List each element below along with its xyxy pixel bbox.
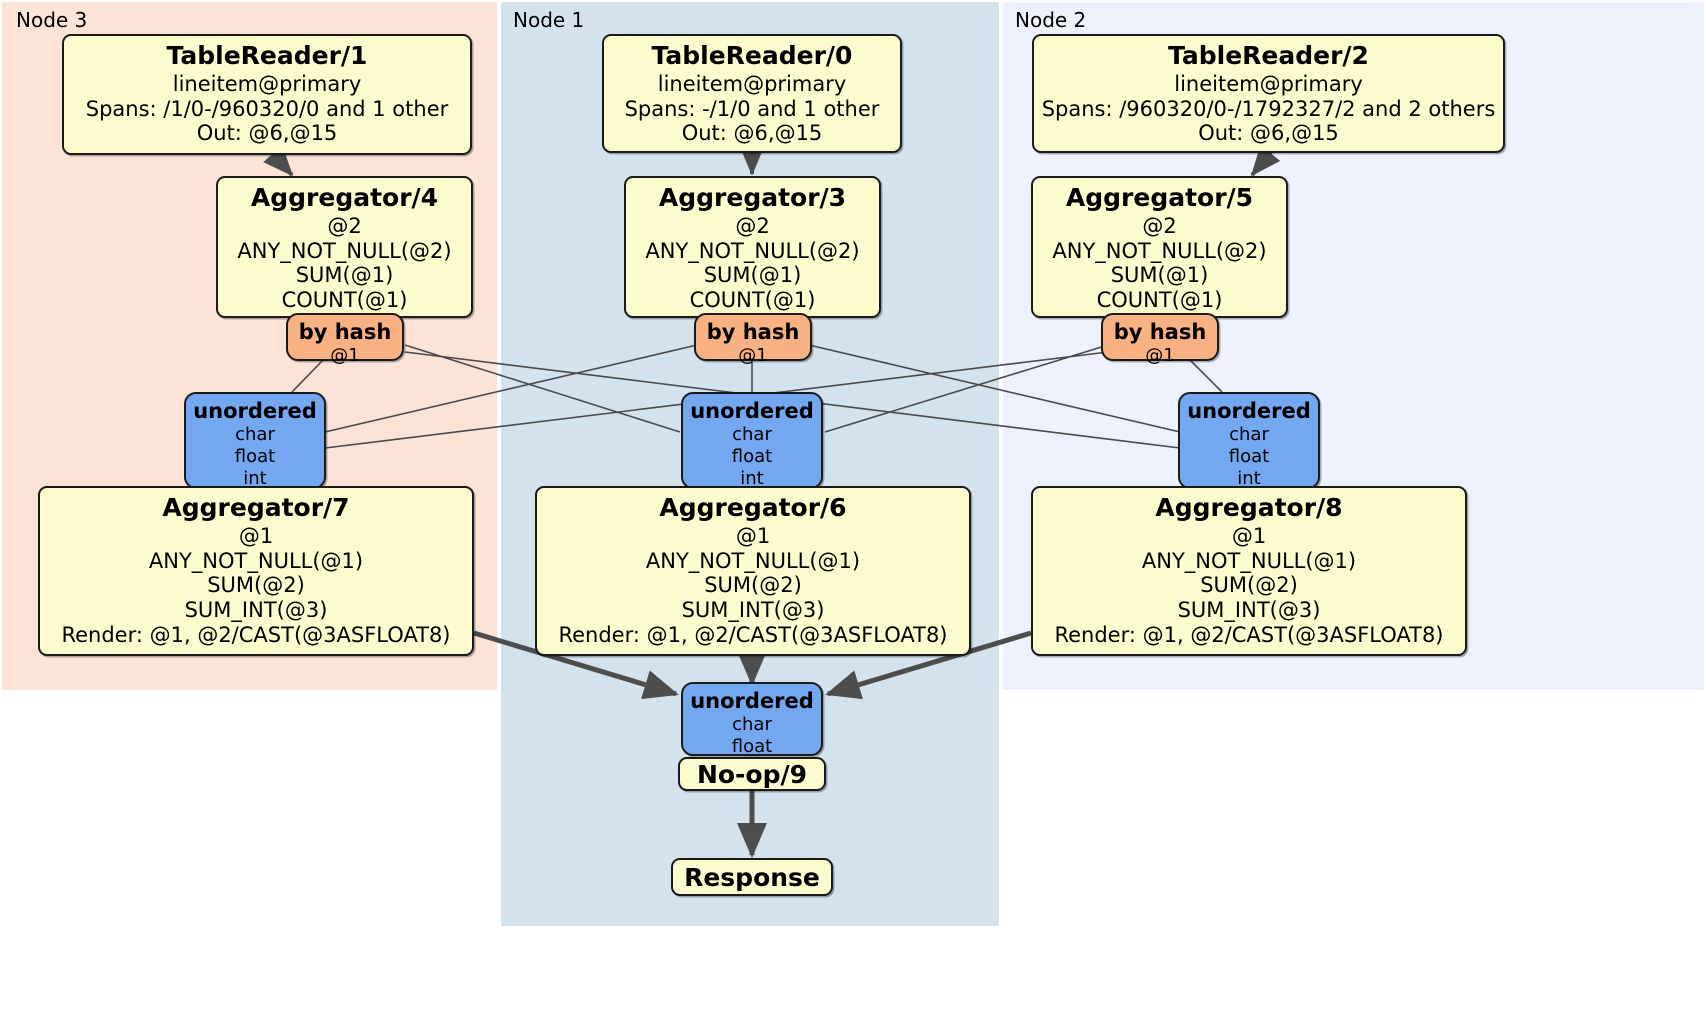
processor-line: Render: @1, @2/CAST(@3ASFLOAT8) [61,622,451,647]
router-line: int [243,468,267,490]
processor-line: COUNT(@1) [281,288,408,313]
router-title: unordered [690,399,814,423]
processor-line: lineitem@primary [657,72,847,96]
router-unordered-node3[interactable]: unordered char float int [184,392,326,489]
router-unordered-final[interactable]: unordered char float [681,682,823,758]
processor-line: SUM(@1) [1110,263,1209,288]
processor-title: Aggregator/7 [162,493,350,522]
router-line: char [1229,424,1269,446]
processor-line: Out: @6,@15 [681,121,823,146]
processor-line: Spans: -/1/0 and 1 other [624,96,880,121]
processor-line: Render: @1, @2/CAST(@3ASFLOAT8) [558,622,948,647]
router-line: @1 [1145,345,1175,367]
router-line: float [1228,446,1270,468]
processor-aggregator-7[interactable]: Aggregator/7 @1 ANY_NOT_NULL(@1) SUM(@2)… [38,486,474,656]
processor-line: @2 [327,214,362,238]
processor-title: TableReader/1 [166,41,368,70]
router-line: float [731,446,773,468]
processor-title: Aggregator/6 [659,493,847,522]
processor-line: lineitem@primary [1174,72,1363,96]
router-unordered-node2[interactable]: unordered char float int [1178,392,1320,489]
processor-line: Out: @6,@15 [1198,121,1339,146]
processor-line: ANY_NOT_NULL(@1) [1141,548,1357,573]
processor-line: SUM_INT(@3) [681,598,825,623]
processor-line: SUM(@1) [703,263,802,288]
processor-line: lineitem@primary [172,72,362,96]
processor-line: SUM_INT(@3) [1177,598,1321,623]
processor-response[interactable]: Response [671,858,833,896]
router-title: by hash [706,320,800,344]
processor-noop-9[interactable]: No-op/9 [678,757,826,791]
router-line: int [740,468,764,490]
router-title: by hash [1113,320,1207,344]
processor-line: @2 [735,214,770,238]
router-by-hash-node2[interactable]: by hash @1 [1101,313,1219,366]
cluster-node-2-label: Node 2 [1015,8,1087,32]
processor-line: ANY_NOT_NULL(@2) [237,238,452,263]
router-line: char [732,714,772,736]
processor-title: Aggregator/3 [658,183,847,212]
processor-title: Aggregator/8 [1155,493,1343,522]
processor-tablereader-1[interactable]: TableReader/1 lineitem@primary Spans: /1… [62,34,472,155]
processor-line: Render: @1, @2/CAST(@3ASFLOAT8) [1054,622,1444,647]
router-title: by hash [298,320,392,344]
processor-line: ANY_NOT_NULL(@2) [645,238,860,263]
processor-aggregator-8[interactable]: Aggregator/8 @1 ANY_NOT_NULL(@1) SUM(@2)… [1031,486,1467,656]
router-title: unordered [690,689,814,713]
router-line: @1 [330,345,360,367]
router-line: float [234,446,276,468]
processor-line: ANY_NOT_NULL(@2) [1052,238,1267,263]
processor-title: Aggregator/4 [250,183,439,212]
cluster-node-3-label: Node 3 [16,8,88,32]
processor-title: TableReader/2 [1168,41,1369,70]
cluster-node-1-label: Node 1 [513,8,585,32]
processor-line: SUM_INT(@3) [184,598,328,623]
router-title: unordered [193,399,317,423]
processor-line: ANY_NOT_NULL(@1) [645,548,861,573]
processor-title: Aggregator/5 [1065,183,1254,212]
processor-line: COUNT(@1) [689,288,816,313]
router-line: char [732,424,772,446]
router-unordered-node1[interactable]: unordered char float int [681,392,823,489]
processor-aggregator-6[interactable]: Aggregator/6 @1 ANY_NOT_NULL(@1) SUM(@2)… [535,486,971,656]
processor-tablereader-0[interactable]: TableReader/0 lineitem@primary Spans: -/… [602,34,902,153]
router-title: unordered [1187,399,1311,423]
router-by-hash-node3[interactable]: by hash @1 [286,313,404,366]
processor-line: Out: @6,@15 [196,121,338,146]
processor-line: Spans: /1/0-/960320/0 and 1 other [85,96,449,121]
processor-title: TableReader/0 [651,41,853,70]
processor-aggregator-3[interactable]: Aggregator/3 @2 ANY_NOT_NULL(@2) SUM(@1)… [624,176,881,318]
processor-line: @1 [735,524,771,548]
router-by-hash-node1[interactable]: by hash @1 [694,313,812,366]
processor-line: SUM(@1) [295,263,394,288]
processor-line: @1 [1231,524,1267,548]
processor-line: SUM(@2) [1200,573,1298,598]
processor-line: SUM(@2) [704,573,802,598]
router-line: @1 [738,345,768,367]
processor-line: ANY_NOT_NULL(@1) [148,548,364,573]
processor-aggregator-4[interactable]: Aggregator/4 @2 ANY_NOT_NULL(@2) SUM(@1)… [216,176,473,318]
processor-tablereader-2[interactable]: TableReader/2 lineitem@primary Spans: /9… [1032,34,1505,153]
router-line: char [235,424,275,446]
processor-line: Spans: /960320/0-/1792327/2 and 2 others [1041,96,1496,121]
processor-line: SUM(@2) [207,573,305,598]
router-line: float [731,736,773,758]
processor-aggregator-5[interactable]: Aggregator/5 @2 ANY_NOT_NULL(@2) SUM(@1)… [1031,176,1288,318]
processor-line: @2 [1142,214,1177,238]
processor-line: @1 [238,524,274,548]
processor-line: COUNT(@1) [1096,288,1223,313]
processor-title: No-op/9 [696,759,808,789]
router-line: int [1237,468,1261,490]
processor-title: Response [684,862,820,892]
